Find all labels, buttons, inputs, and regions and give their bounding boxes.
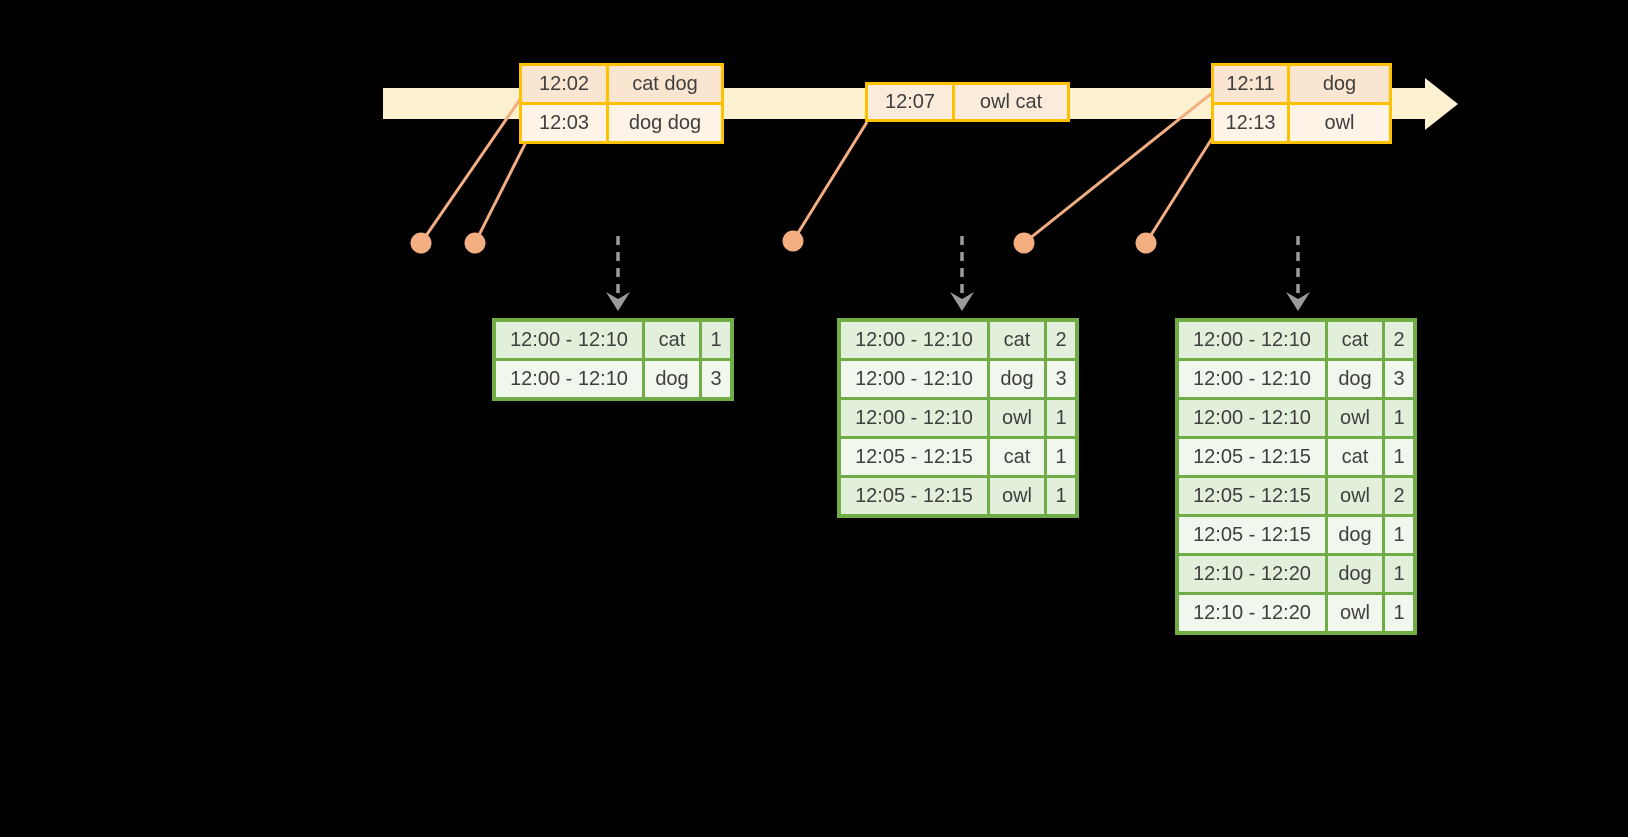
count-cell: 1 bbox=[1385, 595, 1413, 631]
count-cell: 1 bbox=[1047, 400, 1075, 436]
timeline-arrowhead-icon bbox=[1425, 78, 1458, 130]
word-cell: owl bbox=[1328, 400, 1382, 436]
connector-line bbox=[473, 139, 529, 244]
word-cell: cat bbox=[990, 439, 1044, 475]
event-dot bbox=[1135, 232, 1157, 254]
event-table-1: 12:02 cat dog 12:03 dog dog bbox=[519, 63, 724, 144]
trigger-arrowhead-icon bbox=[950, 292, 974, 311]
result-table-3: 12:00 - 12:10 cat 2 12:00 - 12:10 dog 3 … bbox=[1175, 318, 1417, 635]
window-cell: 12:00 - 12:10 bbox=[1179, 322, 1325, 358]
window-cell: 12:00 - 12:10 bbox=[841, 322, 987, 358]
window-cell: 12:00 - 12:10 bbox=[841, 400, 987, 436]
count-cell: 2 bbox=[1047, 322, 1075, 358]
window-cell: 12:00 - 12:10 bbox=[1179, 361, 1325, 397]
trigger-arrows bbox=[606, 236, 1310, 311]
count-cell: 1 bbox=[1385, 556, 1413, 592]
event-time-cell: 12:07 bbox=[868, 85, 952, 119]
event-time-cell: 12:13 bbox=[1214, 105, 1287, 141]
window-cell: 12:10 - 12:20 bbox=[1179, 556, 1325, 592]
event-words-cell: cat dog bbox=[609, 66, 721, 102]
word-cell: dog bbox=[990, 361, 1044, 397]
event-words-cell: dog dog bbox=[609, 105, 721, 141]
count-cell: 1 bbox=[1047, 478, 1075, 514]
window-cell: 12:10 - 12:20 bbox=[1179, 595, 1325, 631]
event-dots bbox=[410, 230, 1157, 254]
window-cell: 12:00 - 12:10 bbox=[496, 361, 642, 397]
word-cell: dog bbox=[645, 361, 699, 397]
window-cell: 12:05 - 12:15 bbox=[841, 439, 987, 475]
connector-line bbox=[791, 121, 869, 242]
word-cell: dog bbox=[1328, 517, 1382, 553]
count-cell: 3 bbox=[702, 361, 730, 397]
count-cell: 1 bbox=[1385, 517, 1413, 553]
event-dot bbox=[782, 230, 804, 252]
window-cell: 12:05 - 12:15 bbox=[1179, 478, 1325, 514]
window-cell: 12:00 - 12:10 bbox=[496, 322, 642, 358]
window-cell: 12:05 - 12:15 bbox=[1179, 439, 1325, 475]
connector-line bbox=[419, 94, 525, 244]
event-time-cell: 12:02 bbox=[522, 66, 606, 102]
word-cell: cat bbox=[1328, 322, 1382, 358]
event-table-2: 12:07 owl cat bbox=[865, 82, 1070, 122]
window-cell: 12:05 - 12:15 bbox=[1179, 517, 1325, 553]
count-cell: 2 bbox=[1385, 478, 1413, 514]
count-cell: 1 bbox=[702, 322, 730, 358]
window-cell: 12:00 - 12:10 bbox=[1179, 400, 1325, 436]
word-cell: owl bbox=[990, 478, 1044, 514]
count-cell: 3 bbox=[1047, 361, 1075, 397]
event-words-cell: dog bbox=[1290, 66, 1389, 102]
event-words-cell: owl cat bbox=[955, 85, 1067, 119]
event-dot bbox=[410, 232, 432, 254]
word-cell: cat bbox=[1328, 439, 1382, 475]
event-words-cell: owl bbox=[1290, 105, 1389, 141]
word-cell: owl bbox=[1328, 478, 1382, 514]
word-cell: dog bbox=[1328, 556, 1382, 592]
count-cell: 1 bbox=[1385, 439, 1413, 475]
word-cell: dog bbox=[1328, 361, 1382, 397]
count-cell: 1 bbox=[1047, 439, 1075, 475]
count-cell: 2 bbox=[1385, 322, 1413, 358]
word-cell: cat bbox=[990, 322, 1044, 358]
event-table-3: 12:11 dog 12:13 owl bbox=[1211, 63, 1392, 144]
result-table-1: 12:00 - 12:10 cat 1 12:00 - 12:10 dog 3 bbox=[492, 318, 734, 401]
word-cell: cat bbox=[645, 322, 699, 358]
trigger-arrowhead-icon bbox=[606, 292, 630, 311]
count-cell: 1 bbox=[1385, 400, 1413, 436]
count-cell: 3 bbox=[1385, 361, 1413, 397]
word-cell: owl bbox=[990, 400, 1044, 436]
connector-line bbox=[1144, 131, 1218, 244]
trigger-arrowhead-icon bbox=[1286, 292, 1310, 311]
window-cell: 12:00 - 12:10 bbox=[841, 361, 987, 397]
word-cell: owl bbox=[1328, 595, 1382, 631]
window-cell: 12:05 - 12:15 bbox=[841, 478, 987, 514]
result-table-2: 12:00 - 12:10 cat 2 12:00 - 12:10 dog 3 … bbox=[837, 318, 1079, 518]
event-time-cell: 12:11 bbox=[1214, 66, 1287, 102]
event-dot bbox=[464, 232, 486, 254]
event-time-cell: 12:03 bbox=[522, 105, 606, 141]
event-dot bbox=[1013, 232, 1035, 254]
